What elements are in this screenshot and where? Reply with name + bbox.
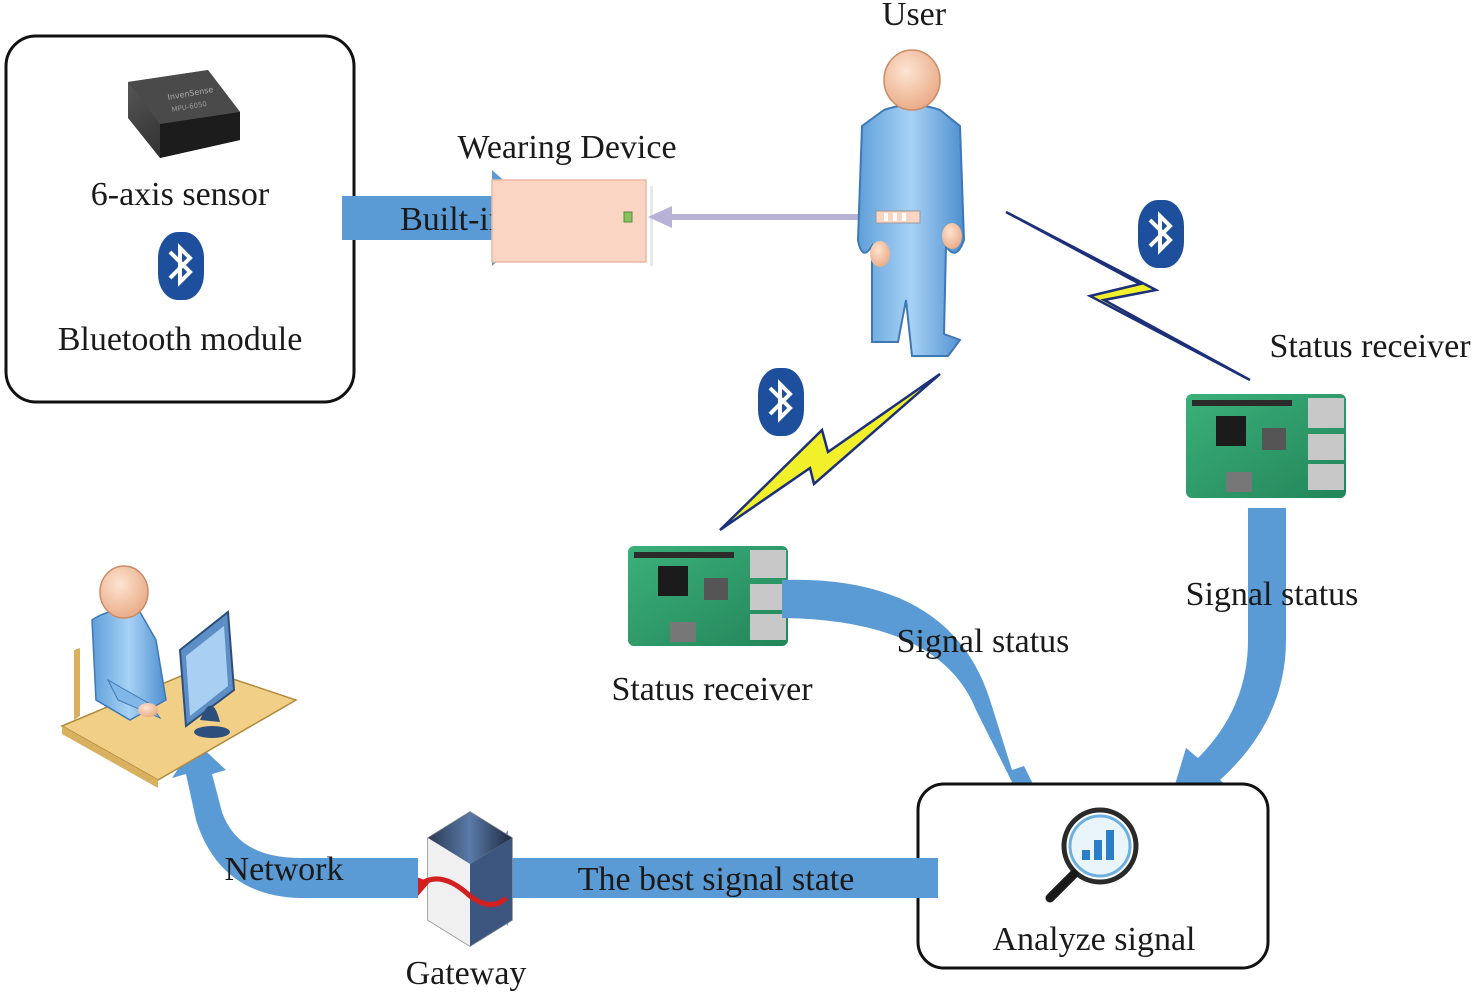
lightning-icon bbox=[719, 372, 941, 532]
signal-status-left-label: Signal status bbox=[897, 623, 1070, 660]
user-label: User bbox=[882, 0, 947, 33]
network-label: Network bbox=[225, 851, 344, 888]
sensor-label: 6-axis sensor bbox=[91, 176, 270, 213]
built-in-label: Built-in bbox=[400, 201, 506, 238]
signal-status-right-arrow bbox=[1168, 508, 1286, 808]
signal-status-left-arrow bbox=[782, 579, 1044, 806]
bluetooth-icon bbox=[1138, 200, 1184, 268]
best-signal-state-arrow bbox=[474, 830, 938, 926]
user-figure-icon bbox=[856, 49, 966, 357]
device-link-arrowhead bbox=[648, 206, 672, 228]
bluetooth-module-label: Bluetooth module bbox=[58, 321, 303, 358]
analyze-signal-label: Analyze signal bbox=[993, 921, 1196, 958]
desk-operator-icon bbox=[60, 565, 298, 788]
status-receiver-left-label: Status receiver bbox=[611, 671, 813, 708]
lightning-icon bbox=[1005, 210, 1251, 382]
best-signal-state-label: The best signal state bbox=[578, 861, 855, 898]
signal-status-right-label: Signal status bbox=[1186, 576, 1359, 613]
raspberry-pi-icon bbox=[1186, 394, 1346, 498]
raspberry-pi-icon bbox=[628, 546, 788, 646]
bluetooth-icon bbox=[758, 368, 804, 436]
bluetooth-icon bbox=[158, 232, 204, 300]
sensor-chip-icon: InvenSense MPU-6050 bbox=[128, 70, 240, 158]
status-receiver-right-label: Status receiver bbox=[1269, 328, 1471, 365]
network-arrow bbox=[172, 742, 418, 898]
gateway-server-icon bbox=[414, 811, 513, 947]
wearing-device-label: Wearing Device bbox=[457, 129, 676, 166]
wearing-device-icon bbox=[491, 179, 653, 266]
magnifier-chart-icon bbox=[1045, 807, 1139, 903]
gateway-label: Gateway bbox=[406, 955, 527, 992]
